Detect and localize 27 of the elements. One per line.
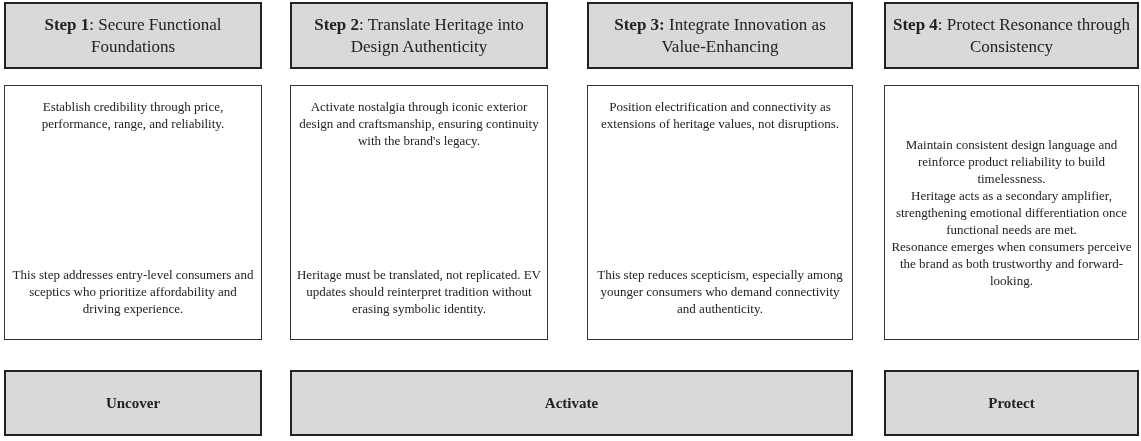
phase-label: Uncover (105, 394, 161, 412)
description-text: Establish credibility through price, performance, range, and reliability. (40, 98, 226, 132)
step-header-box (4, 2, 262, 69)
description-text: Heritage must be translated, not replicated. EV updates should reinterpret tradition without erasing symbolic identity. (296, 266, 542, 317)
description-text: Resonance emerges when consumers perceive the brand as both trustworthy and forward-looking. (890, 238, 1133, 289)
step-header-box (884, 2, 1139, 69)
description-box (4, 85, 262, 340)
description-text: This step reduces scepticism, especially among younger consumers who demand connectivity and authenticity. (596, 266, 844, 317)
step-heading: Step 2: Translate Heritage into Design Authenticity (313, 13, 525, 58)
description-box (884, 85, 1139, 340)
phase-box (290, 370, 853, 436)
step-heading: Step 3: Integrate Innovation as Value-Enhancing (613, 13, 827, 58)
description-text: Position electrification and connectivity as extensions of heritage values, not disruptions. (600, 98, 840, 132)
step-heading: Step 1: Secure Functional Foundations (43, 13, 223, 58)
description-text: Heritage acts as a secondary amplifier, strengthening emotional differentiation once functional needs are met. (894, 187, 1129, 238)
phase-box (4, 370, 262, 436)
step-header-box (587, 2, 853, 69)
description-text: Activate nostalgia through iconic exterior design and craftsmanship, ensuring continuity with the brand's legacy. (298, 98, 540, 149)
description-box (290, 85, 548, 340)
phase-box (884, 370, 1139, 436)
description-text: Maintain consistent design language and reinforce product reliability to build timelessness. (904, 136, 1119, 187)
phase-label: Activate (544, 394, 599, 412)
step-heading: Step 4: Protect Resonance through Consistency (892, 13, 1131, 58)
phase-label: Protect (988, 394, 1035, 412)
description-box (587, 85, 853, 340)
step-header-box (290, 2, 548, 69)
description-text: This step addresses entry-level consumers and sceptics who prioritize affordability and driving experience. (11, 266, 255, 317)
